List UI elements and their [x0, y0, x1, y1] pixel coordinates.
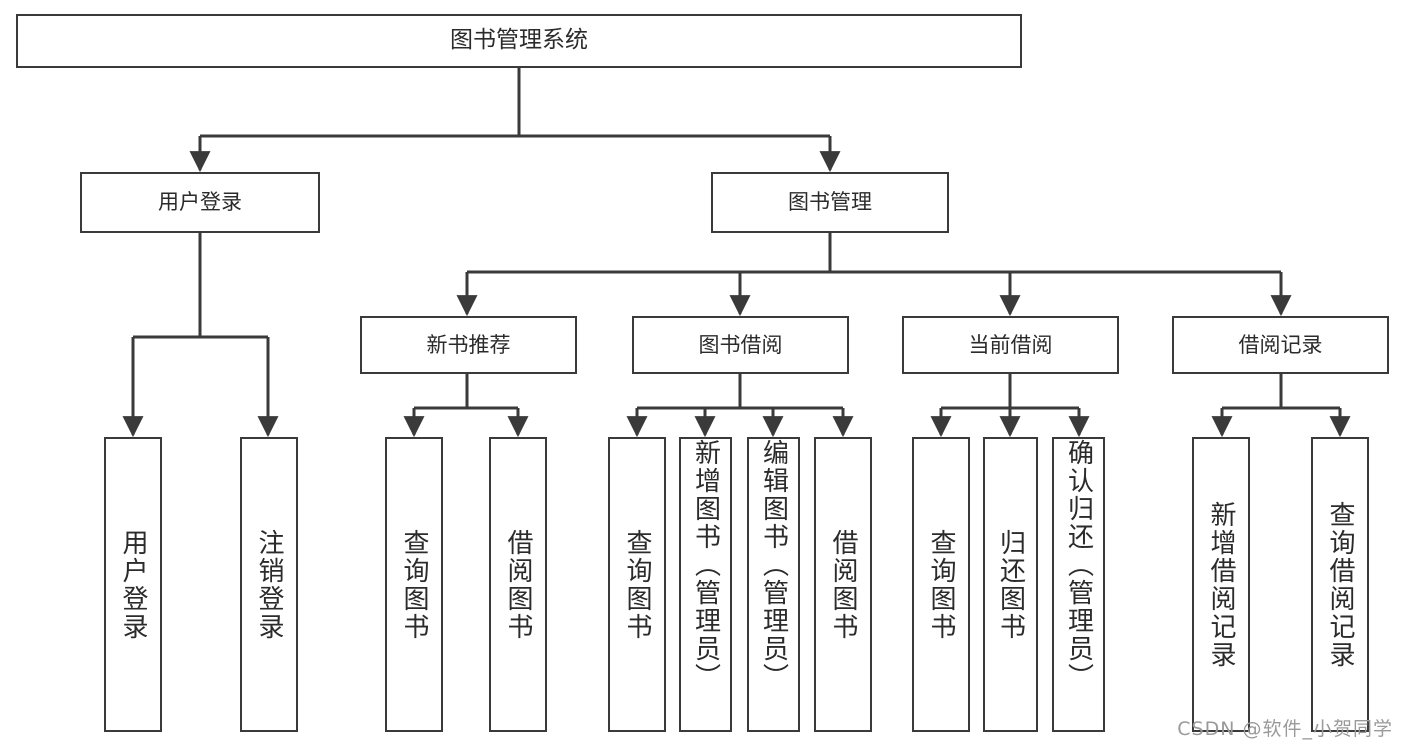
leaf-query-book-2[interactable]: 查询图书 [608, 437, 666, 732]
leaf-borrow-book-1-label: 借阅图书 [503, 528, 533, 641]
leaf-add-record-label: 新增借阅记录 [1206, 500, 1236, 669]
leaf-add-book-label: 新增图书（管理员） [690, 439, 721, 691]
node-root[interactable]: 图书管理系统 [16, 14, 1022, 68]
node-current-borrow[interactable]: 当前借阅 [902, 316, 1119, 374]
node-book-manage[interactable]: 图书管理 [711, 172, 949, 233]
node-borrow-record-label: 借阅记录 [1238, 332, 1323, 357]
leaf-query-book-1[interactable]: 查询图书 [385, 437, 443, 732]
leaf-query-book-3[interactable]: 查询图书 [912, 437, 970, 732]
node-new-book-recommend-label: 新书推荐 [426, 332, 511, 357]
leaf-return-book[interactable]: 归还图书 [983, 437, 1038, 732]
leaf-logout[interactable]: 注销登录 [240, 437, 298, 732]
node-book-manage-label: 图书管理 [788, 190, 872, 215]
leaf-query-record-label: 查询借阅记录 [1325, 500, 1355, 669]
node-book-borrow[interactable]: 图书借阅 [632, 316, 849, 374]
leaf-query-book-3-label: 查询图书 [926, 528, 956, 641]
leaf-borrow-book-2[interactable]: 借阅图书 [814, 437, 872, 732]
node-current-borrow-label: 当前借阅 [968, 332, 1053, 357]
leaf-user-login[interactable]: 用户登录 [104, 437, 162, 732]
leaf-return-book-label: 归还图书 [995, 528, 1026, 641]
leaf-logout-label: 注销登录 [254, 528, 284, 641]
leaf-query-book-2-label: 查询图书 [622, 528, 652, 641]
leaf-edit-book[interactable]: 编辑图书（管理员） [747, 437, 800, 732]
node-user-login-label: 用户登录 [158, 190, 242, 215]
leaf-user-login-label: 用户登录 [118, 528, 148, 641]
leaf-confirm-return[interactable]: 确认归还（管理员） [1052, 437, 1105, 732]
node-root-label: 图书管理系统 [450, 27, 588, 54]
leaf-add-record[interactable]: 新增借阅记录 [1192, 437, 1250, 732]
leaf-query-record[interactable]: 查询借阅记录 [1311, 437, 1369, 732]
leaf-confirm-return-label: 确认归还（管理员） [1063, 439, 1094, 691]
leaf-borrow-book-1[interactable]: 借阅图书 [489, 437, 547, 732]
leaf-borrow-book-2-label: 借阅图书 [828, 528, 858, 641]
leaf-query-book-1-label: 查询图书 [399, 528, 429, 641]
node-borrow-record[interactable]: 借阅记录 [1172, 316, 1389, 374]
watermark: CSDN @软件_小贺同学 [1177, 718, 1393, 740]
node-new-book-recommend[interactable]: 新书推荐 [360, 316, 577, 374]
node-user-login[interactable]: 用户登录 [80, 172, 320, 233]
leaf-edit-book-label: 编辑图书（管理员） [758, 439, 789, 691]
leaf-add-book[interactable]: 新增图书（管理员） [679, 437, 732, 732]
node-book-borrow-label: 图书借阅 [698, 332, 783, 357]
